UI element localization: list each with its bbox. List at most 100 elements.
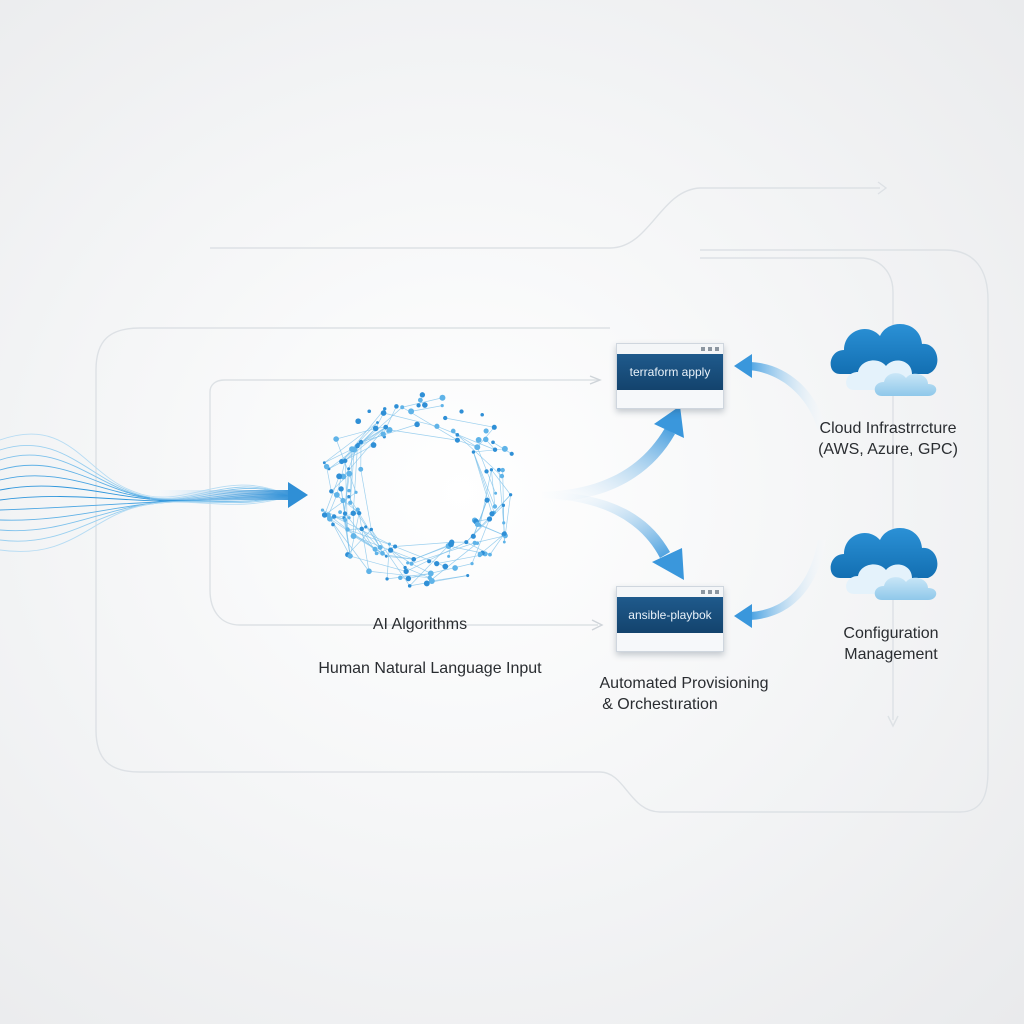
network-node xyxy=(400,405,405,410)
network-node xyxy=(483,436,489,443)
network-node xyxy=(355,418,362,425)
network-edge xyxy=(436,555,480,564)
network-node xyxy=(491,440,495,445)
network-node xyxy=(434,423,440,429)
network-edge xyxy=(326,466,332,492)
network-edge xyxy=(457,439,478,448)
network-edge xyxy=(390,549,406,568)
network-node xyxy=(398,575,403,580)
network-node xyxy=(370,442,377,448)
network-edge xyxy=(324,492,357,516)
terminal-command: ansible-playbok xyxy=(617,597,723,633)
network-node xyxy=(439,394,446,401)
network-edge xyxy=(502,470,505,523)
network-edge xyxy=(368,570,430,579)
network-node xyxy=(492,504,498,509)
network-node xyxy=(348,500,353,505)
provisioning-label-line1: Automated Provisioning xyxy=(599,675,769,692)
network-node xyxy=(350,510,356,516)
network-node xyxy=(414,421,420,428)
network-edge xyxy=(375,412,384,429)
branch-arrows xyxy=(542,406,684,580)
network-node xyxy=(350,533,357,540)
network-node xyxy=(367,409,372,414)
configuration-management-label: Configuration Management xyxy=(806,623,976,665)
network-edge xyxy=(411,542,475,565)
network-node xyxy=(358,466,364,472)
network-edge xyxy=(329,518,387,557)
network-node xyxy=(380,431,386,437)
network-node xyxy=(347,495,351,499)
network-node xyxy=(320,508,325,512)
network-edge xyxy=(349,502,381,548)
network-node xyxy=(383,424,389,430)
network-node xyxy=(409,561,414,566)
network-node xyxy=(339,459,345,465)
network-node xyxy=(440,404,444,408)
network-node xyxy=(427,570,434,577)
network-edge xyxy=(473,451,496,507)
network-edge xyxy=(477,524,506,537)
network-edge xyxy=(474,535,506,544)
ai-algorithms-label: AI Algorithms xyxy=(372,616,468,633)
network-edge xyxy=(409,575,468,587)
config-label-line2: Management xyxy=(844,646,938,663)
network-node xyxy=(331,514,337,519)
network-edge xyxy=(331,473,350,492)
network-node xyxy=(416,403,421,408)
network-edge xyxy=(489,534,505,555)
network-node xyxy=(322,461,326,465)
network-node xyxy=(321,512,328,518)
network-node xyxy=(489,468,494,472)
network-node xyxy=(488,552,492,557)
network-node xyxy=(474,444,481,451)
cloud-infrastructure-label: Cloud Infrastrrcture (AWS, Azure, GPC) xyxy=(800,418,976,460)
network-node xyxy=(427,575,432,580)
network-node xyxy=(355,443,360,449)
network-edge xyxy=(478,500,488,525)
neural-network-ring-icon xyxy=(320,392,514,588)
network-edge xyxy=(352,445,358,514)
config-label-line1: Configuration xyxy=(843,625,939,642)
network-edge xyxy=(436,425,496,451)
network-edge xyxy=(324,476,340,516)
network-edge xyxy=(370,529,410,587)
network-node xyxy=(338,486,344,492)
network-node xyxy=(345,527,350,532)
network-node xyxy=(343,518,348,522)
network-node xyxy=(358,439,364,445)
network-node xyxy=(484,497,490,503)
terminal-title-bar xyxy=(617,587,723,597)
network-node xyxy=(443,415,448,421)
network-node xyxy=(486,516,493,522)
network-node xyxy=(474,521,481,528)
network-node xyxy=(393,544,398,549)
network-node xyxy=(342,511,348,516)
cloud-label-line2: (AWS, Azure, GPC) xyxy=(818,441,958,458)
network-node xyxy=(329,489,334,494)
network-edge xyxy=(395,541,452,547)
network-node xyxy=(331,522,335,527)
network-node xyxy=(338,510,342,514)
network-node xyxy=(508,493,513,497)
network-node xyxy=(403,565,407,570)
network-node xyxy=(333,436,339,442)
network-node xyxy=(501,445,508,452)
network-edge xyxy=(324,422,378,463)
network-node xyxy=(470,533,476,539)
network-edge xyxy=(328,494,338,516)
input-arrow xyxy=(150,482,308,508)
network-edge xyxy=(383,412,438,427)
network-node xyxy=(491,424,497,430)
network-edge xyxy=(445,417,495,428)
network-node xyxy=(376,421,379,424)
network-node xyxy=(384,554,388,558)
network-node xyxy=(499,473,505,479)
network-edge xyxy=(471,518,490,564)
network-edge xyxy=(342,426,387,477)
network-edge xyxy=(329,518,370,572)
network-node xyxy=(466,573,470,578)
network-edge xyxy=(413,543,452,560)
network-node xyxy=(407,584,412,588)
